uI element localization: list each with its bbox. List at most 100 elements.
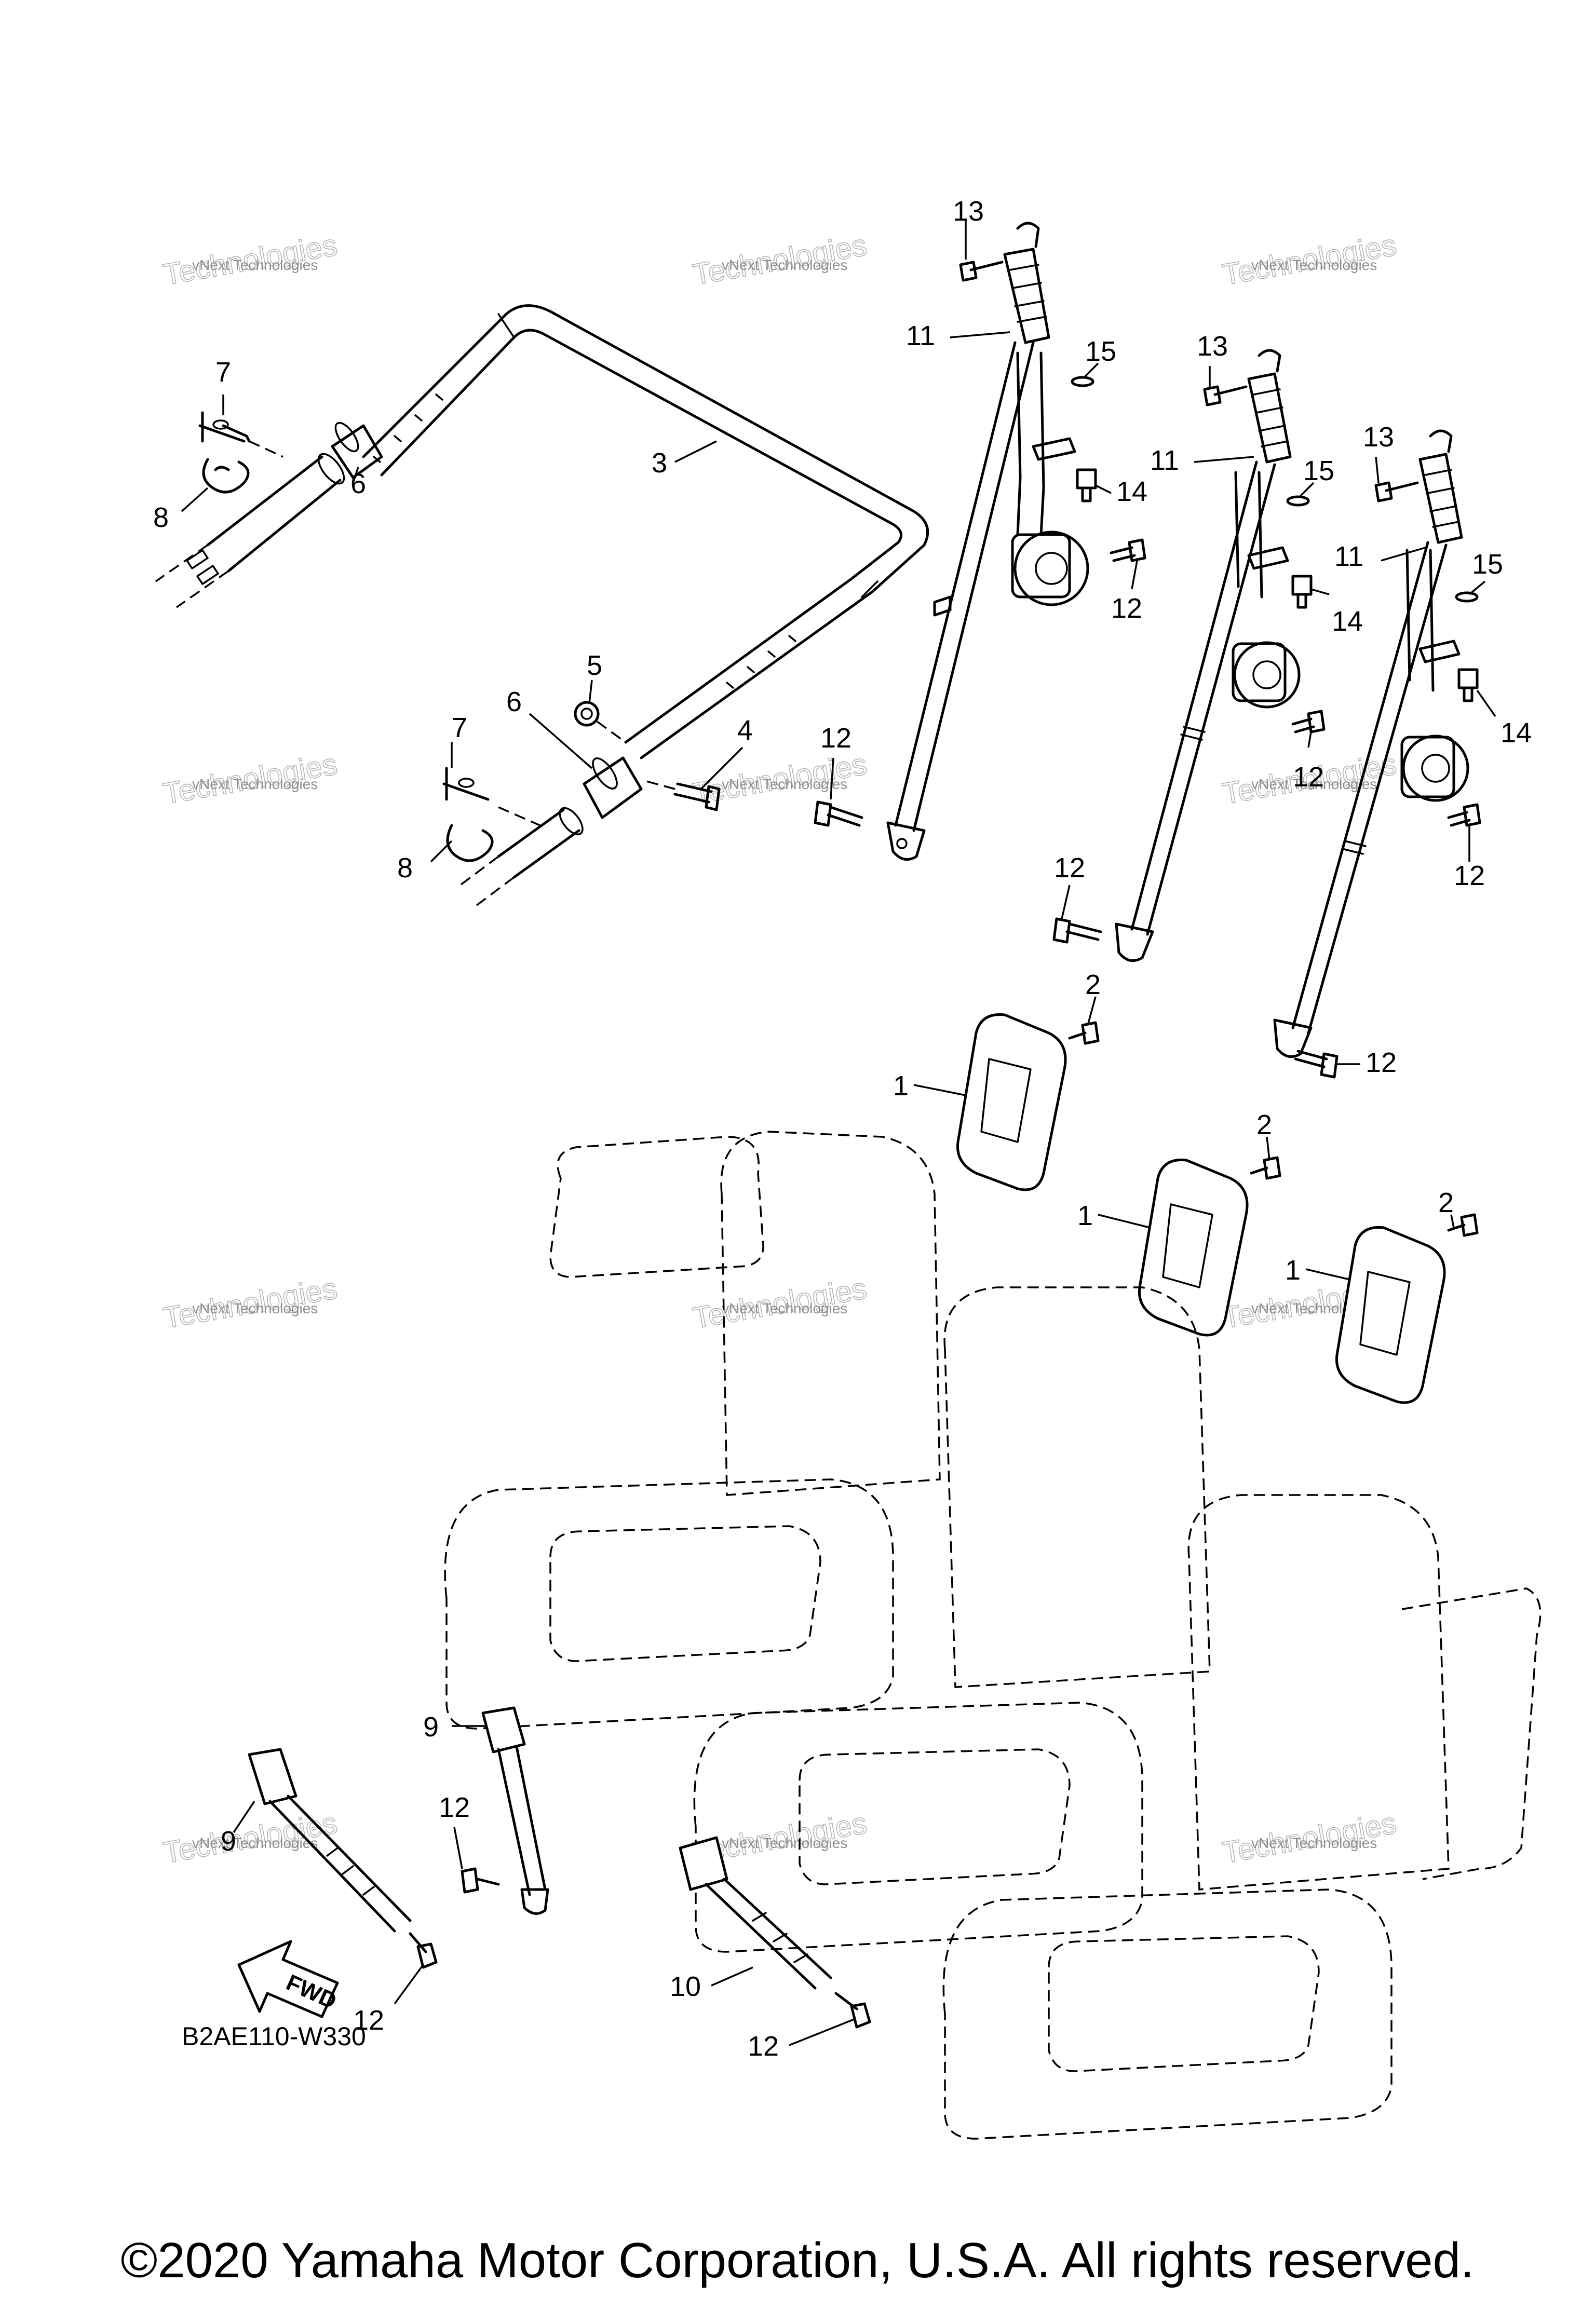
callout: 4 bbox=[737, 715, 753, 746]
callout: 9 bbox=[221, 1826, 236, 1857]
lower-left-tube bbox=[456, 807, 584, 909]
bolt-12 bbox=[409, 1932, 438, 1969]
callout: 12 bbox=[820, 723, 851, 754]
washer-15 bbox=[1455, 591, 1479, 603]
forward-direction-arrow: FWD bbox=[237, 1940, 340, 2018]
bolt-14 bbox=[1457, 668, 1479, 702]
callout: 12 bbox=[1293, 762, 1324, 793]
upper-left-tube bbox=[155, 453, 345, 608]
lap-belt-buckle-left bbox=[248, 1748, 412, 1933]
callout: 9 bbox=[423, 1711, 439, 1743]
bolt-4 bbox=[646, 780, 721, 811]
watermark: Technologies vNext Technologies bbox=[160, 1271, 340, 1335]
clip-upper bbox=[202, 458, 250, 494]
callout: 5 bbox=[587, 650, 602, 681]
callout: 13 bbox=[1197, 331, 1228, 362]
collar-upper bbox=[331, 422, 383, 479]
bolt-12 bbox=[1291, 710, 1326, 733]
callout: 12 bbox=[1454, 860, 1485, 891]
svg-text:vNext Technologies: vNext Technologies bbox=[192, 776, 318, 792]
bolt-2 bbox=[1068, 1021, 1100, 1045]
headrest-right bbox=[1335, 1226, 1446, 1404]
bolt-12 bbox=[1447, 803, 1481, 827]
watermark: Technologies vNext Technologies bbox=[160, 746, 340, 811]
svg-text:vNext Technologies: vNext Technologies bbox=[192, 257, 318, 273]
diagram-code: B2AE110-W330 bbox=[182, 2022, 366, 2051]
callout: 6 bbox=[350, 468, 366, 499]
bolt-13 bbox=[1203, 385, 1248, 406]
roll-bar bbox=[362, 304, 929, 759]
washer-15 bbox=[1071, 376, 1094, 387]
callout: 11 bbox=[906, 320, 935, 351]
bolt-12 bbox=[834, 1992, 871, 2029]
callout: 12 bbox=[353, 2005, 384, 2036]
watermark: Technologies vNext Technologies bbox=[1220, 227, 1399, 292]
washer-15 bbox=[1286, 495, 1310, 507]
callout: 15 bbox=[1303, 455, 1334, 486]
callout: 14 bbox=[1501, 717, 1532, 749]
svg-text:vNext Technologies: vNext Technologies bbox=[1251, 1835, 1377, 1851]
bolt-13 bbox=[959, 261, 1004, 282]
svg-text:vNext Technologies: vNext Technologies bbox=[722, 1835, 847, 1851]
bolt-12 bbox=[461, 1867, 500, 1894]
callout: 2 bbox=[1256, 1109, 1272, 1140]
svg-text:vNext Technologies: vNext Technologies bbox=[722, 1300, 847, 1316]
seat-belt-left bbox=[886, 222, 1089, 861]
callout: 11 bbox=[1334, 541, 1363, 572]
callout: 2 bbox=[1438, 1187, 1454, 1218]
callout: 1 bbox=[1077, 1200, 1093, 1231]
collar-lower bbox=[583, 756, 643, 819]
pin-lower bbox=[442, 767, 540, 826]
callout: 15 bbox=[1085, 336, 1116, 367]
callout: 14 bbox=[1116, 476, 1147, 507]
callout: 7 bbox=[452, 712, 467, 743]
callout: 15 bbox=[1472, 549, 1503, 580]
watermark: Technologies vNext Technologies bbox=[160, 1805, 340, 1870]
lap-belt-buckle-right bbox=[679, 1836, 832, 1990]
callout: 13 bbox=[1363, 422, 1394, 453]
svg-text:vNext Technologies: vNext Technologies bbox=[1251, 257, 1377, 273]
bolt-2 bbox=[1250, 1156, 1281, 1180]
bolt-14 bbox=[1291, 575, 1313, 609]
callout: 1 bbox=[1285, 1255, 1301, 1286]
nut bbox=[574, 701, 627, 743]
seat-right bbox=[942, 1494, 1542, 2140]
callout: 12 bbox=[1054, 852, 1085, 884]
watermark: Technologies vNext Technologies bbox=[690, 1271, 870, 1335]
seat-left bbox=[444, 1131, 941, 1730]
watermarks: Technologies vNext Technologies Technolo… bbox=[160, 227, 1399, 1870]
bolt-2 bbox=[1447, 1213, 1479, 1237]
bolt-12 bbox=[1110, 538, 1146, 562]
svg-text:vNext Technologies: vNext Technologies bbox=[722, 257, 847, 273]
lap-belt-center bbox=[481, 1706, 549, 1915]
callout: 2 bbox=[1085, 969, 1101, 1000]
bolt-13 bbox=[1374, 481, 1419, 502]
svg-text:vNext Technologies: vNext Technologies bbox=[722, 776, 847, 792]
callout: 12 bbox=[439, 1792, 470, 1823]
bolt-14 bbox=[1076, 468, 1097, 502]
headrest-middle bbox=[1138, 1158, 1249, 1337]
callout: 11 bbox=[1150, 445, 1179, 476]
leader-lines bbox=[181, 221, 1496, 2046]
callout: 8 bbox=[153, 502, 169, 533]
callout: 7 bbox=[215, 357, 231, 388]
svg-text:vNext Technologies: vNext Technologies bbox=[1251, 776, 1377, 792]
callout: 14 bbox=[1332, 606, 1363, 637]
callout: 10 bbox=[670, 1971, 701, 2002]
callout: 12 bbox=[1111, 593, 1142, 624]
watermark: Technologies vNext Technologies bbox=[160, 227, 340, 292]
bolt-12 bbox=[1294, 1050, 1339, 1079]
bolt-12 bbox=[1052, 917, 1102, 944]
svg-text:vNext Technologies: vNext Technologies bbox=[192, 1835, 318, 1851]
callout: 1 bbox=[893, 1070, 909, 1102]
pin-upper bbox=[198, 411, 283, 458]
bolt-12 bbox=[814, 800, 863, 827]
seat-belt-right bbox=[1273, 429, 1469, 1058]
watermark: Technologies vNext Technologies bbox=[690, 227, 870, 292]
callout: 12 bbox=[1366, 1047, 1397, 1078]
callout: 13 bbox=[953, 196, 984, 227]
callout: 6 bbox=[506, 686, 522, 717]
headrest-left bbox=[956, 1013, 1067, 1191]
copyright-notice: ©2020 Yamaha Motor Corporation, U.S.A. A… bbox=[120, 2233, 1475, 2288]
